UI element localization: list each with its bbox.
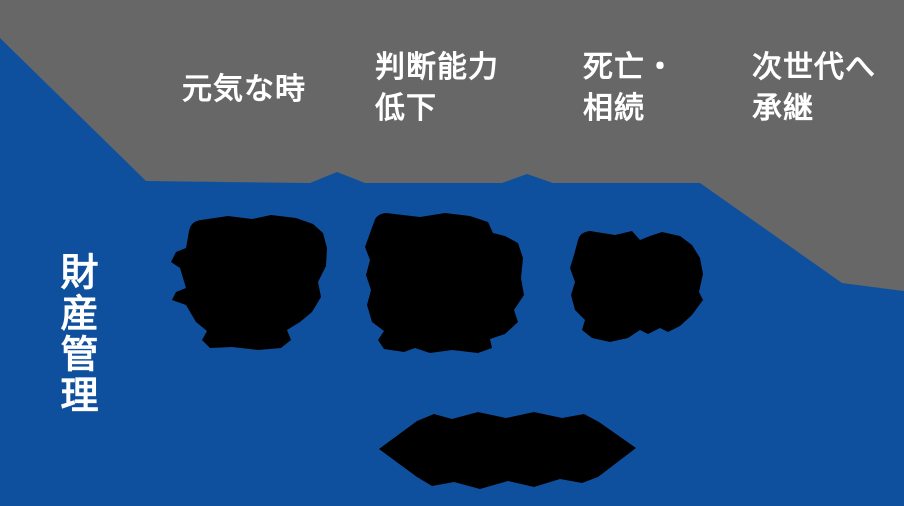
redacted-stage-1-text-block: [171, 215, 327, 350]
stage-label-healthy: 元気な時: [182, 73, 306, 106]
gray-upper-band: [0, 0, 904, 291]
stage-label-death-inheritance: 死亡・ 相続: [583, 51, 676, 126]
redacted-stage-2-text-block: [365, 213, 524, 353]
redacted-bottom-double-arrow-banner: [379, 412, 636, 489]
asset-management-axis-label: 財産管理: [54, 252, 96, 416]
redacted-stage-3-text-block: [570, 231, 703, 342]
stage-label-next-generation: 次世代へ 承継: [752, 51, 876, 126]
stage-label-declining-capacity: 判断能力 低下: [375, 51, 499, 126]
